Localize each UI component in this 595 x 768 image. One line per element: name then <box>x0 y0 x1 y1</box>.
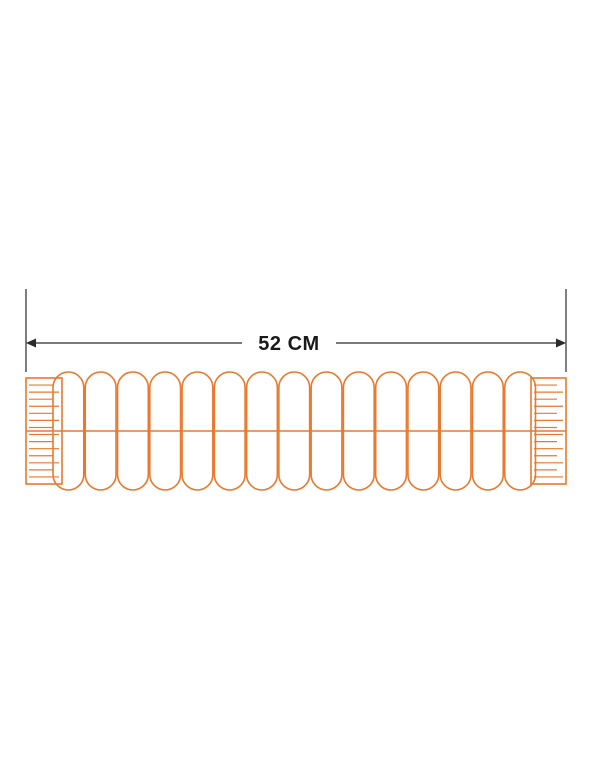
segmented-cushion <box>25 371 567 491</box>
left-arrowhead-icon <box>26 338 36 348</box>
length-dimension: 52 CM <box>25 289 567 372</box>
right-arrowhead-icon <box>556 338 566 348</box>
dimension-label: 52 CM <box>258 333 319 355</box>
